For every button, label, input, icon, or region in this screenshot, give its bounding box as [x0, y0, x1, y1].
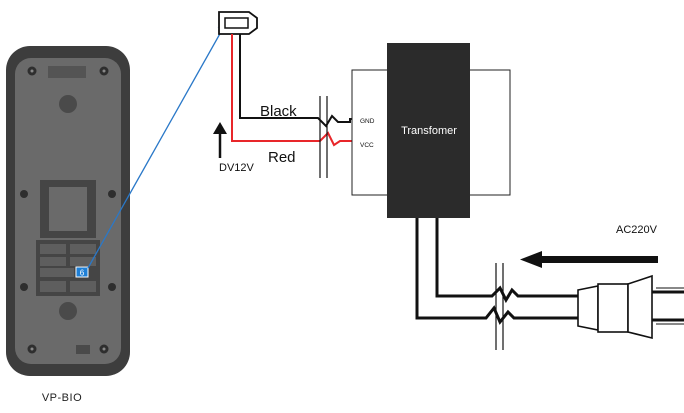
mounting-screws [20, 66, 116, 354]
power-port-highlight [75, 266, 89, 278]
ac-mains-cable [415, 218, 584, 350]
leader-line [87, 20, 228, 269]
ac-direction-arrow [520, 251, 658, 268]
connector-block [36, 240, 100, 296]
port-number: 6 [80, 269, 85, 278]
mounting-hole-bottom [59, 302, 77, 320]
device-label: VP-BIO [42, 392, 82, 404]
sensor-window [49, 187, 87, 231]
transformer-right-plate [467, 69, 511, 196]
device-bottom-latch [76, 345, 90, 354]
mounting-hole-top [59, 95, 77, 113]
vcc-terminal-label: VCC [360, 142, 374, 149]
transformer [351, 43, 511, 218]
ac-voltage-label: AC220V [616, 224, 658, 236]
red-wire [231, 34, 361, 147]
black-wire [239, 34, 361, 128]
dc-voltage-label: DV12V [219, 162, 255, 174]
wire-connector-plug [218, 11, 258, 35]
dc-wires [213, 34, 361, 178]
device-top-tab [48, 66, 86, 78]
vp-bio-device: 6 [6, 46, 130, 376]
power-plug [577, 274, 684, 340]
transformer-left-plate [351, 69, 393, 196]
gnd-terminal-label: GND [360, 118, 375, 125]
mains-wire-lower [415, 218, 584, 325]
red-wire-label: Red [268, 149, 296, 166]
transformer-title: Transfomer [401, 125, 457, 137]
black-wire-label: Black [260, 103, 297, 120]
transformer-body [387, 43, 470, 218]
